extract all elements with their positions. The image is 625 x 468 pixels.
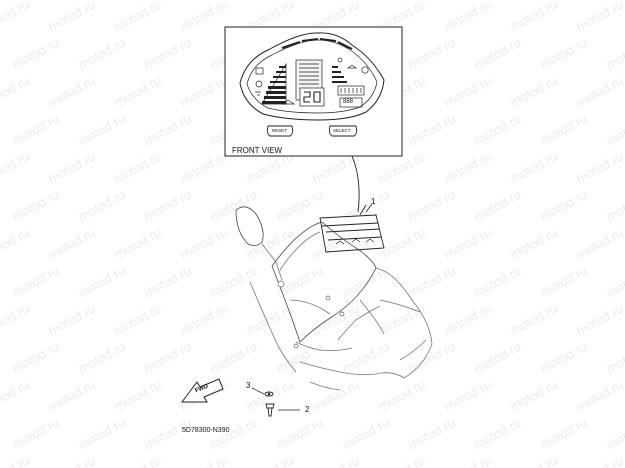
fairing-screws xyxy=(293,295,345,349)
washer-part-3 xyxy=(264,391,274,397)
mirror xyxy=(235,206,285,288)
callout-1: 1 xyxy=(371,197,376,206)
select-button-shape xyxy=(328,125,358,137)
display-panel xyxy=(255,57,369,108)
clock-block xyxy=(337,85,365,96)
reset-button-shape xyxy=(266,125,294,137)
select-button-label: SELECT xyxy=(333,128,351,133)
inset-leader xyxy=(351,155,360,213)
inset-label: FRONT VIEW xyxy=(232,146,283,155)
leader-3 xyxy=(251,387,265,395)
reset-button-label: RESET xyxy=(272,128,288,133)
fwd-arrow xyxy=(181,378,224,403)
fairing xyxy=(249,221,433,391)
fuel-indicator xyxy=(255,67,264,75)
screw-part-2 xyxy=(265,403,275,417)
callout-3: 3 xyxy=(246,381,251,390)
callout-2: 2 xyxy=(305,405,310,414)
meter-unit xyxy=(319,204,385,253)
odo-digits: 888 xyxy=(343,99,354,105)
figure-code: 5D78300-N390 xyxy=(182,427,230,434)
meter-buttons xyxy=(266,125,358,137)
tach-bars-right xyxy=(332,66,347,83)
meter-cluster-front xyxy=(239,32,385,121)
odo-block xyxy=(339,97,363,108)
